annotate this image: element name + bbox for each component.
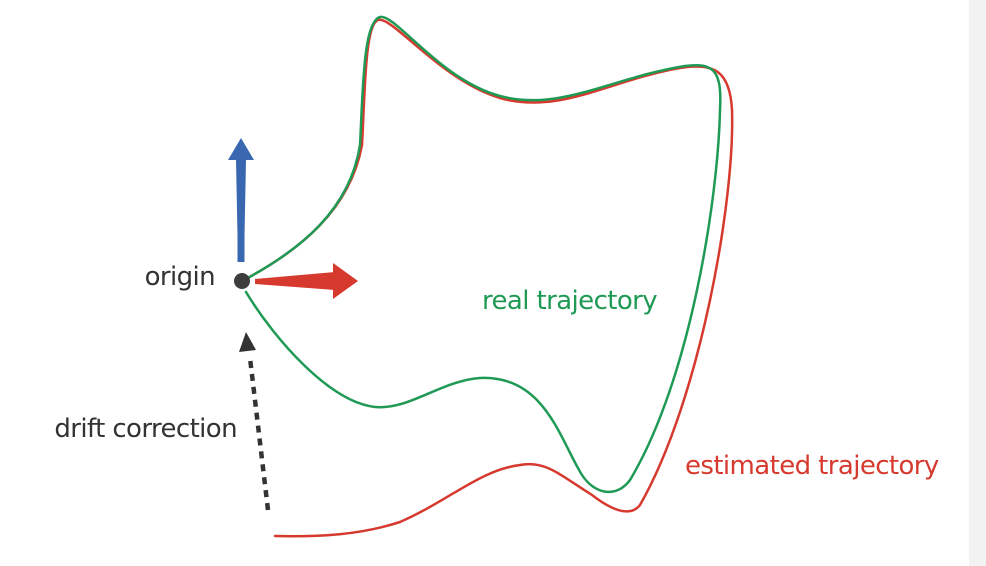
estimated-trajectory-path [242, 18, 734, 538]
axis-up-arrow-body [236, 160, 246, 262]
drift-correction-arrow-line [247, 357, 271, 511]
origin-dot [234, 273, 250, 289]
right-edge-strip [969, 0, 986, 566]
real-trajectory-path [242, 15, 722, 494]
axis-right-arrow-body [255, 272, 335, 290]
origin-label: origin [145, 262, 215, 292]
axis-right-arrow-head [333, 263, 358, 299]
drift-correction-arrow-head [239, 332, 256, 352]
axis-up-arrow-head [228, 138, 254, 160]
estimated-trajectory-label: estimated trajectory [685, 451, 939, 481]
drift-correction-label: drift correction [54, 414, 237, 444]
real-trajectory-label: real trajectory [482, 286, 657, 316]
